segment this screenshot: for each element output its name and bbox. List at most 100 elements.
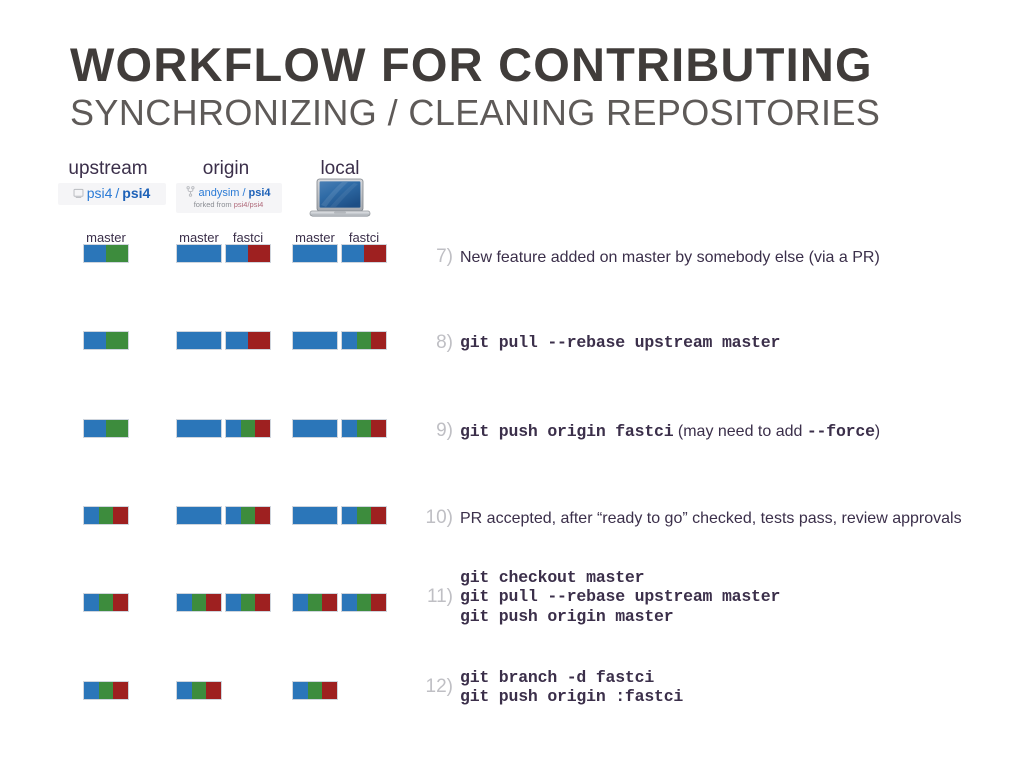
title-block: WORKFLOW FOR CONTRIBUTING SYNCHRONIZING … [70, 40, 970, 133]
laptop-icon [308, 177, 372, 221]
commit-segment-blue [293, 507, 337, 524]
commit-segment-blue [293, 682, 308, 699]
commit-segment-red [113, 507, 128, 524]
commit-segment-red [113, 594, 128, 611]
commit-segment-blue [84, 420, 106, 437]
commit-segment-green [307, 594, 323, 611]
commit-segment-green [106, 332, 128, 349]
branch-label-origin-master: master [179, 230, 219, 245]
commit-segment-red [206, 594, 221, 611]
step-row: 8) git pull --rebase upstream master [425, 332, 1024, 354]
git-command: git checkout master [460, 568, 645, 587]
step-row: 7)New feature added on master by somebod… [425, 246, 1024, 268]
commit-segment-blue [342, 594, 357, 611]
commit-bar-upstream-master [83, 506, 129, 525]
commit-segment-blue [84, 245, 106, 262]
commit-segment-blue [293, 245, 337, 262]
commit-bar-origin-fastci [225, 506, 271, 525]
commit-segment-blue [342, 245, 364, 262]
branch-label-local-fastci: fastci [348, 230, 380, 245]
commit-segment-blue [84, 332, 106, 349]
commit-segment-green [98, 507, 114, 524]
forked-from-link[interactable]: psi4/psi4 [233, 200, 264, 209]
commit-segment-green [240, 594, 256, 611]
commit-segment-green [240, 420, 256, 437]
step-note-prefix: (may need to add [673, 422, 807, 440]
step-note-suffix: ) [874, 422, 881, 440]
commit-segment-green [356, 594, 372, 611]
column-header-local: local [320, 158, 360, 179]
commit-segment-red [255, 420, 270, 437]
commit-bar-origin-master [176, 331, 222, 350]
commit-bar-origin-master [176, 506, 222, 525]
commit-bar-local-master [292, 506, 338, 525]
commit-segment-green [356, 332, 372, 349]
commit-segment-blue [84, 507, 99, 524]
commit-bar-origin-fastci [225, 593, 271, 612]
step-text: PR accepted, after “ready to go” checked… [460, 508, 1024, 529]
step-number: 11) [426, 586, 453, 608]
commit-bar-local-fastci [341, 506, 387, 525]
repo-icon [73, 187, 84, 201]
branch-label-upstream-master: master [86, 230, 126, 245]
git-command: git push origin :fastci [460, 687, 684, 707]
commit-segment-blue [226, 420, 241, 437]
column-header-upstream: upstream [68, 158, 148, 179]
commit-bar-upstream-master [83, 419, 129, 438]
git-command: git pull --rebase upstream master [460, 333, 781, 353]
commit-segment-red [371, 594, 386, 611]
commit-segment-blue [177, 507, 221, 524]
commit-segment-green [106, 420, 128, 437]
step-prose: New feature added on master by somebody … [460, 248, 880, 266]
commit-segment-green [356, 507, 372, 524]
commit-bar-local-master [292, 419, 338, 438]
commit-segment-blue [177, 594, 192, 611]
commit-segment-red [322, 594, 337, 611]
commit-bar-local-master [292, 593, 338, 612]
step-number: 12) [425, 676, 453, 698]
commit-segment-blue [342, 507, 357, 524]
commit-segment-blue [177, 682, 192, 699]
commit-bar-upstream-master [83, 681, 129, 700]
commit-segment-green [98, 594, 114, 611]
git-command: git push origin fastci [460, 421, 674, 441]
commit-segment-blue [226, 245, 248, 262]
commit-segment-blue [84, 594, 99, 611]
commit-segment-green [106, 245, 128, 262]
step-number: 9) [436, 420, 453, 441]
step-row: 9) git push origin fastci (may need to ad… [425, 420, 1024, 442]
commit-bar-origin-fastci [225, 419, 271, 438]
forked-from-prefix: forked from [193, 200, 234, 209]
commit-bar-origin-fastci [225, 244, 271, 263]
badge-owner: andysim [198, 186, 240, 199]
commit-segment-red [248, 332, 270, 349]
commit-segment-blue [226, 594, 241, 611]
commit-segment-red [255, 594, 270, 611]
commit-segment-red [371, 420, 386, 437]
step-text: New feature added on master by somebody … [460, 247, 1024, 268]
step-number: 8) [436, 332, 453, 353]
commit-segment-green [98, 682, 114, 699]
commit-segment-red [255, 507, 270, 524]
commit-bar-upstream-master [83, 331, 129, 350]
commit-bar-origin-master [176, 593, 222, 612]
column-header-origin: origin [202, 158, 250, 179]
commit-segment-red [113, 682, 128, 699]
commit-segment-blue [177, 420, 221, 437]
repo-badge-origin[interactable]: andysim / psi4 forked from psi4/psi4 [176, 183, 282, 214]
commit-segment-blue [177, 245, 221, 262]
commit-segment-blue [342, 420, 357, 437]
page-title: WORKFLOW FOR CONTRIBUTING [70, 38, 873, 91]
commit-bar-origin-fastci [225, 331, 271, 350]
commit-segment-blue [342, 332, 357, 349]
repo-badge-upstream[interactable]: psi4 / psi4 [58, 183, 166, 206]
commit-bar-local-fastci [341, 244, 387, 263]
commit-segment-blue [226, 332, 248, 349]
commit-segment-green [307, 682, 323, 699]
git-command: git pull --rebase upstream master [460, 587, 781, 607]
commit-segment-red [371, 507, 386, 524]
commit-segment-blue [84, 682, 99, 699]
commit-segment-green [356, 420, 372, 437]
